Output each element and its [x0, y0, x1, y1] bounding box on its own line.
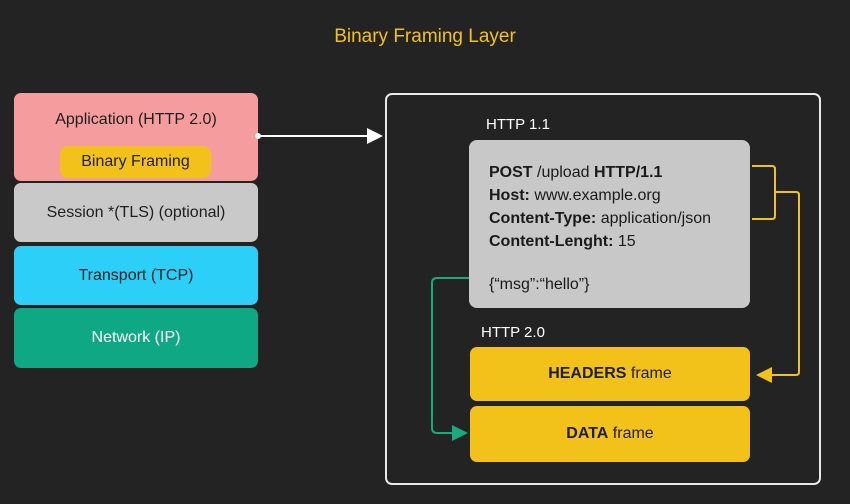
content-type-value: application/json [596, 210, 711, 227]
headers-frame-type: HEADERS [548, 365, 627, 382]
headers-frame-suffix: frame [626, 365, 672, 382]
transport-layer: Transport (TCP) [14, 246, 258, 305]
headers-bracket [752, 165, 776, 220]
host-header: Host: www.example.org [489, 184, 750, 207]
http20-label: HTTP 2.0 [481, 324, 545, 341]
request-path: /upload [532, 164, 594, 181]
request-body: {“msg”:“hello”} [489, 276, 590, 293]
data-frame-suffix: frame [608, 425, 654, 442]
content-length-value: 15 [613, 233, 636, 250]
application-layer-label: Application (HTTP 2.0) [55, 111, 217, 128]
arrow-origin-dot [255, 133, 261, 139]
request-line: POST /upload HTTP/1.1 [489, 161, 750, 184]
network-layer: Network (IP) [14, 308, 258, 368]
session-layer: Session *(TLS) (optional) [14, 183, 258, 242]
host-header-value: www.example.org [529, 187, 661, 204]
diagram-title: Binary Framing Layer [334, 26, 516, 47]
content-type-header: Content-Type: application/json [489, 207, 750, 230]
content-length-header: Content-Lenght: 15 [489, 230, 750, 253]
headers-to-frame-arrow [756, 191, 800, 383]
request-version: HTTP/1.1 [593, 164, 663, 181]
body-to-data-arrow [431, 277, 469, 441]
content-length-key: Content-Lenght: [489, 233, 614, 250]
data-frame-type: DATA [566, 425, 609, 442]
content-type-key: Content-Type: [489, 210, 597, 227]
http11-label: HTTP 1.1 [486, 116, 550, 133]
binary-framing-badge: Binary Framing [60, 146, 211, 178]
request-method: POST [489, 164, 533, 181]
http11-request-box: POST /upload HTTP/1.1 Host: www.example.… [469, 140, 750, 308]
data-frame: DATA frame [470, 406, 750, 462]
host-header-key: Host: [489, 187, 530, 204]
framing-detail-panel [385, 93, 821, 485]
headers-frame: HEADERS frame [470, 347, 750, 401]
application-layer: Application (HTTP 2.0) Binary Framing [14, 93, 258, 181]
